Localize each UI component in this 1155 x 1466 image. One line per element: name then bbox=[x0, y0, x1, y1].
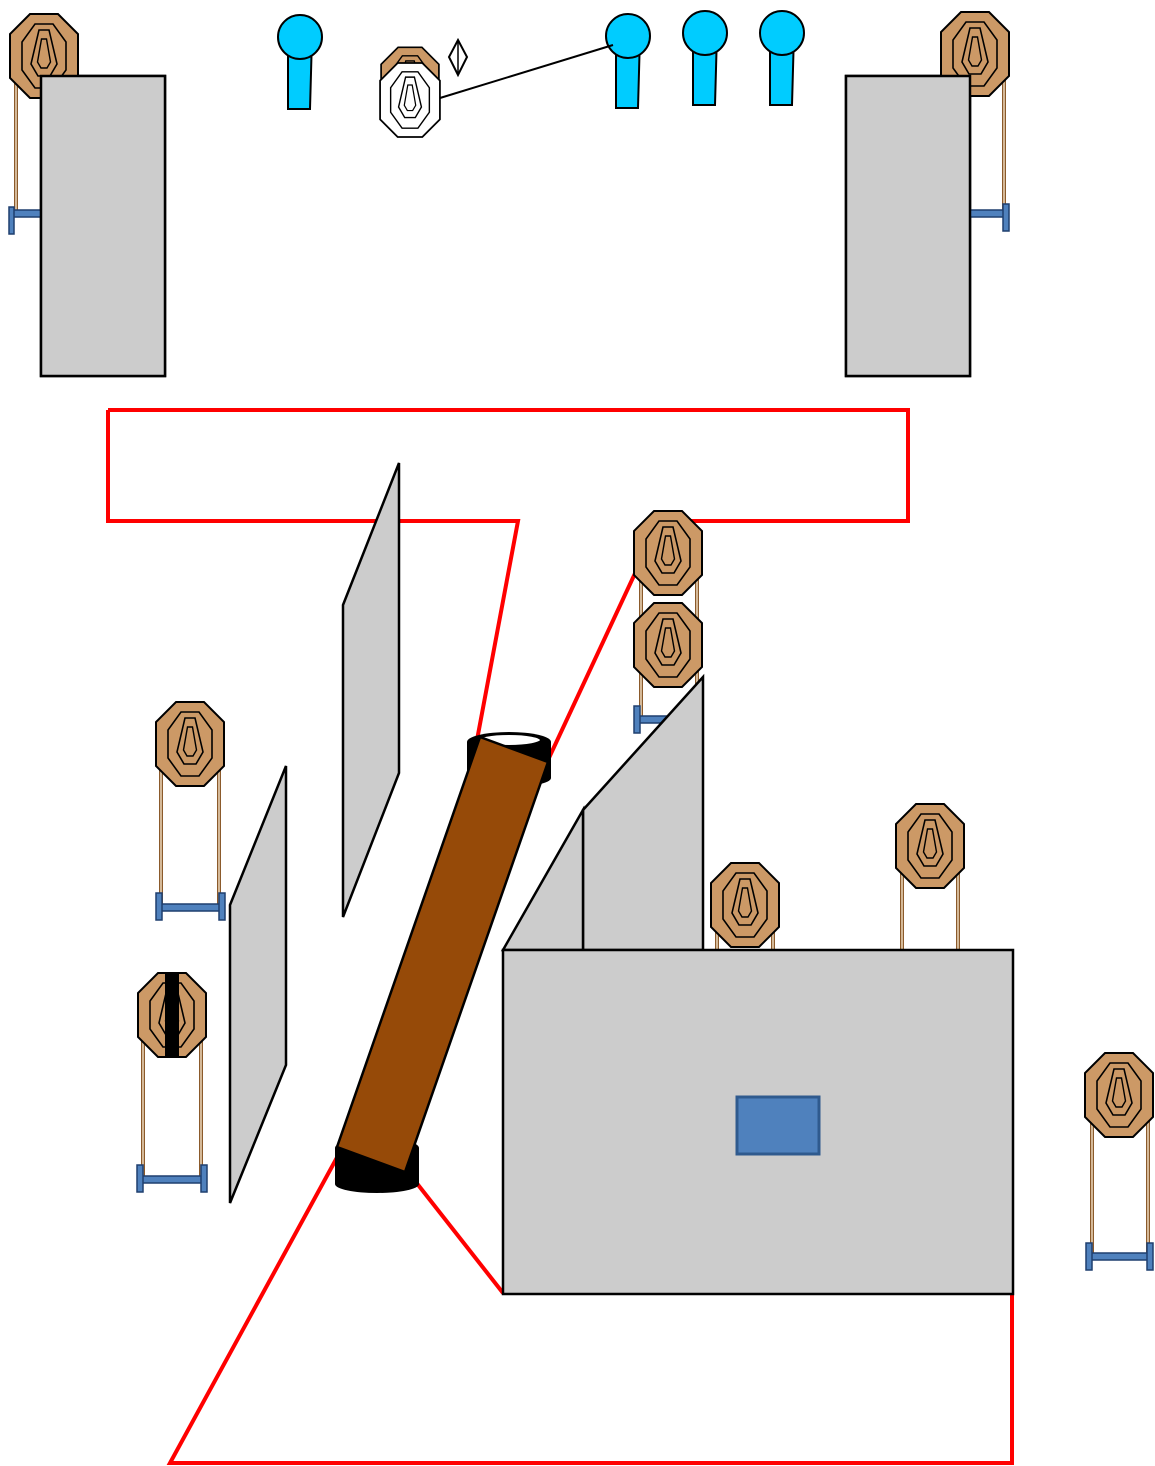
fault-line-right-diagonal bbox=[546, 566, 640, 761]
hard-cover-strip bbox=[165, 973, 179, 1058]
target-left-upper bbox=[155, 701, 226, 921]
no-shoot-target bbox=[379, 62, 441, 138]
diamond-activator-icon bbox=[447, 37, 469, 78]
activated-target-group bbox=[379, 46, 441, 138]
popper-4 bbox=[759, 10, 805, 106]
popper-2 bbox=[605, 13, 651, 109]
wall-slant-center bbox=[341, 462, 401, 918]
wall-slant-left bbox=[228, 765, 288, 1204]
popper-1 bbox=[277, 14, 323, 110]
activation-line bbox=[439, 44, 614, 99]
target-behind-wall-1 bbox=[710, 862, 780, 955]
target-top-left bbox=[8, 13, 79, 235]
target-icon bbox=[155, 701, 225, 787]
barrel-tube bbox=[335, 732, 551, 1193]
target-icon bbox=[710, 862, 780, 948]
target-icon bbox=[895, 803, 965, 889]
target-icon bbox=[1084, 1052, 1154, 1138]
start-box-icon bbox=[735, 1095, 821, 1156]
target-icon bbox=[633, 510, 703, 596]
fault-line-bottom bbox=[166, 1151, 1014, 1465]
target-icon bbox=[633, 602, 703, 688]
popper-3 bbox=[682, 10, 728, 106]
target-left-lower bbox=[136, 972, 208, 1193]
fault-line-left bbox=[106, 410, 521, 741]
target-behind-wall-2 bbox=[895, 803, 965, 955]
fault-line-bottom-inner bbox=[406, 1170, 505, 1295]
target-far-right bbox=[1084, 1052, 1154, 1271]
fault-line-top-box bbox=[108, 408, 910, 523]
